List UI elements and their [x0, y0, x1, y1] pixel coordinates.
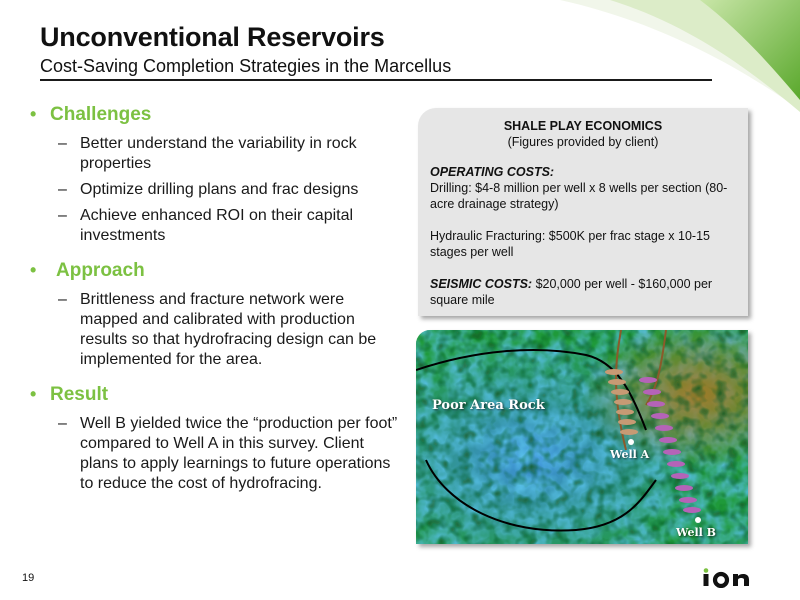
well-a-label: Well A [610, 448, 650, 461]
sub-bullet: – Optimize drilling plans and frac desig… [58, 180, 400, 200]
slide-subtitle: Cost-Saving Completion Strategies in the… [40, 56, 452, 76]
sub-bullet: – Achieve enhanced ROI on their capital … [58, 206, 400, 246]
dash-icon: – [58, 135, 67, 152]
well-b-frac-stages [639, 377, 701, 523]
economics-title: SHALE PLAY ECONOMICS [503, 119, 663, 133]
sub-bullet: – Better understand the variability in r… [58, 134, 400, 174]
well-a-frac-stages [605, 369, 638, 445]
seismic-costs: SEISMIC COSTS: $20,000 per well - $160,0… [430, 276, 736, 308]
slide-title: Unconventional Reservoirs [40, 22, 385, 52]
section-result: • Result – Well B yielded twice the “pro… [30, 384, 400, 494]
section-heading: • Approach [30, 260, 400, 282]
dash-icon: – [58, 291, 67, 308]
section-heading: • Challenges [30, 104, 400, 126]
sub-bullet-text: Optimize drilling plans and frac designs [80, 181, 359, 198]
seismic-attribute-map: Poor Area Rock Well A Well B [416, 330, 748, 544]
seismic-costs-value: $20,000 per well - $160,000 per square m… [430, 277, 713, 307]
sub-bullet-text: Better understand the variability in roc… [80, 135, 357, 172]
well-b-label: Well B [676, 526, 716, 539]
bullet-content: • Challenges – Better understand the var… [30, 104, 400, 508]
dash-icon: – [58, 207, 67, 224]
dash-icon: – [58, 415, 67, 432]
section-challenges: • Challenges – Better understand the var… [30, 104, 400, 246]
heading-text: Approach [56, 260, 145, 281]
ion-logo [703, 568, 750, 588]
operating-costs-label: OPERATING COSTS: [430, 165, 555, 179]
sub-bullet: – Brittleness and fracture network were … [58, 290, 400, 370]
page-number: 19 [22, 572, 35, 584]
bullet-icon: • [30, 260, 37, 280]
sub-bullet: – Well B yielded twice the “production p… [58, 414, 400, 494]
bullet-icon: • [30, 104, 37, 124]
poor-area-rock-label: Poor Area Rock [432, 398, 545, 413]
sub-bullet-text: Achieve enhanced ROI on their capital in… [80, 207, 354, 244]
bullet-icon: • [30, 384, 37, 404]
section-heading: • Result [30, 384, 400, 406]
fracturing-cost: Hydraulic Fracturing: $500K per frac sta… [430, 229, 710, 259]
title-divider [40, 79, 712, 81]
drilling-cost: Drilling: $4-8 million per well x 8 well… [430, 181, 728, 211]
corner-swoosh-graphic [560, 0, 800, 112]
economics-note: (Figures provided by client) [507, 135, 659, 149]
sub-bullet-text: Brittleness and fracture network were ma… [80, 291, 377, 368]
section-approach: • Approach – Brittleness and fracture ne… [30, 260, 400, 370]
seismic-costs-label: SEISMIC COSTS: [430, 277, 533, 291]
map-image [416, 330, 748, 544]
dash-icon: – [58, 181, 67, 198]
economics-box: SHALE PLAY ECONOMICS (Figures provided b… [418, 108, 748, 316]
heading-text: Challenges [50, 104, 152, 125]
heading-text: Result [50, 384, 109, 405]
sub-bullet-text: Well B yielded twice the “production per… [80, 415, 398, 492]
